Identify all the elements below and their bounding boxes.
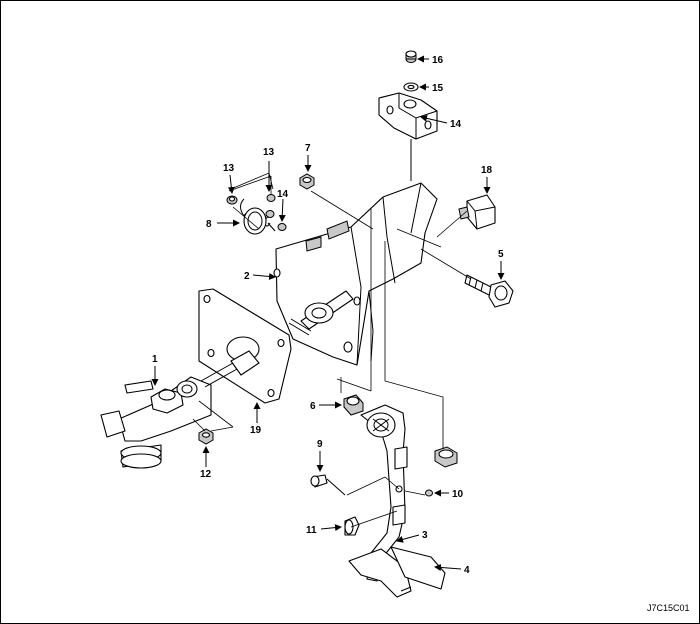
callout-6: 6 bbox=[310, 401, 316, 412]
callout-14: 13 bbox=[263, 147, 275, 158]
callout-13-left: 13 bbox=[223, 163, 235, 174]
part-2-pedal-bracket bbox=[273, 182, 438, 366]
part-7-nut bbox=[299, 173, 315, 190]
part-1-master-cylinder bbox=[100, 362, 238, 469]
part-15-bracket bbox=[378, 92, 438, 181]
callout-1: 1 bbox=[152, 354, 158, 365]
part-5-bolt bbox=[464, 274, 514, 308]
callout-5: 5 bbox=[498, 249, 504, 260]
part-18-switch bbox=[458, 194, 496, 230]
part-11-stopper bbox=[344, 516, 360, 536]
callout-19: 19 bbox=[250, 425, 262, 436]
callout-4: 4 bbox=[464, 565, 470, 576]
callout-labels: 16 15 14 18 5 7 13 13 14 8 2 1 6 19 12 9… bbox=[152, 55, 504, 576]
part-8-spring bbox=[240, 198, 276, 235]
figure-code: J7C15C01 bbox=[647, 603, 690, 613]
callout-leaders bbox=[151, 55, 505, 571]
part-13-clip-right bbox=[277, 223, 287, 231]
callout-8: 8 bbox=[206, 219, 212, 230]
part-9-pin bbox=[310, 474, 346, 496]
callout-12: 12 bbox=[200, 469, 212, 480]
part-10-clip bbox=[425, 489, 433, 497]
part-14-bushing bbox=[265, 194, 276, 218]
callout-15: 14 bbox=[450, 119, 462, 130]
part-bushing-right bbox=[434, 446, 458, 468]
callout-7: 7 bbox=[305, 143, 311, 154]
callout-17: 16 bbox=[432, 55, 444, 66]
part-6-bushing bbox=[343, 394, 364, 416]
callout-16: 15 bbox=[432, 83, 444, 94]
part-4-pedal-pad bbox=[348, 546, 446, 598]
part-17-nut bbox=[405, 50, 417, 63]
part-12-nut bbox=[198, 428, 214, 445]
callout-9: 9 bbox=[317, 439, 323, 450]
part-16-washer bbox=[403, 82, 419, 92]
callout-13-right: 14 bbox=[277, 189, 289, 200]
callout-18: 18 bbox=[481, 165, 493, 176]
part-13-clip-left bbox=[226, 195, 238, 205]
callout-11: 11 bbox=[306, 525, 317, 536]
callout-10: 10 bbox=[452, 489, 464, 500]
part-3-pedal-arm bbox=[360, 404, 408, 582]
callout-3: 3 bbox=[422, 530, 428, 541]
part-19-plate bbox=[198, 288, 292, 404]
assembly-guide-lines bbox=[192, 172, 472, 528]
callout-2: 2 bbox=[244, 271, 250, 282]
